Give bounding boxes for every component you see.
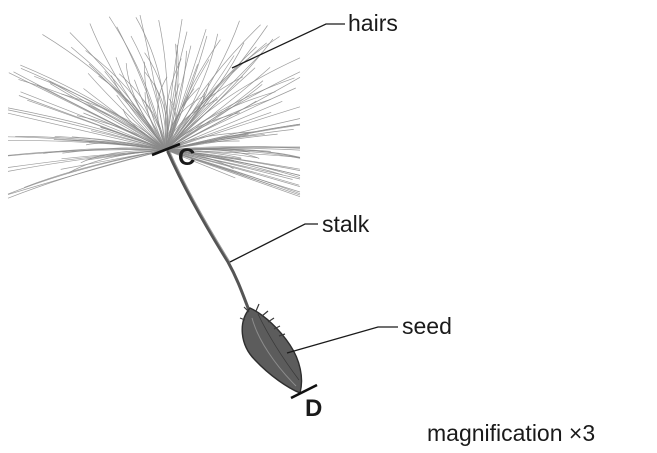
stalk-shape bbox=[168, 152, 250, 313]
label-seed: seed bbox=[402, 313, 452, 339]
pappus-hairs bbox=[8, 15, 300, 198]
leader-line-hairs bbox=[232, 24, 345, 68]
leader-line-seed bbox=[287, 327, 398, 353]
leader-line-stalk bbox=[230, 224, 318, 262]
label-stalk: stalk bbox=[322, 211, 370, 237]
label-magnification: magnification ×3 bbox=[427, 420, 595, 446]
label-hairs: hairs bbox=[348, 10, 398, 36]
label-point-d: D bbox=[305, 395, 322, 422]
label-point-c: C bbox=[178, 144, 195, 171]
seed-shape bbox=[240, 304, 302, 393]
